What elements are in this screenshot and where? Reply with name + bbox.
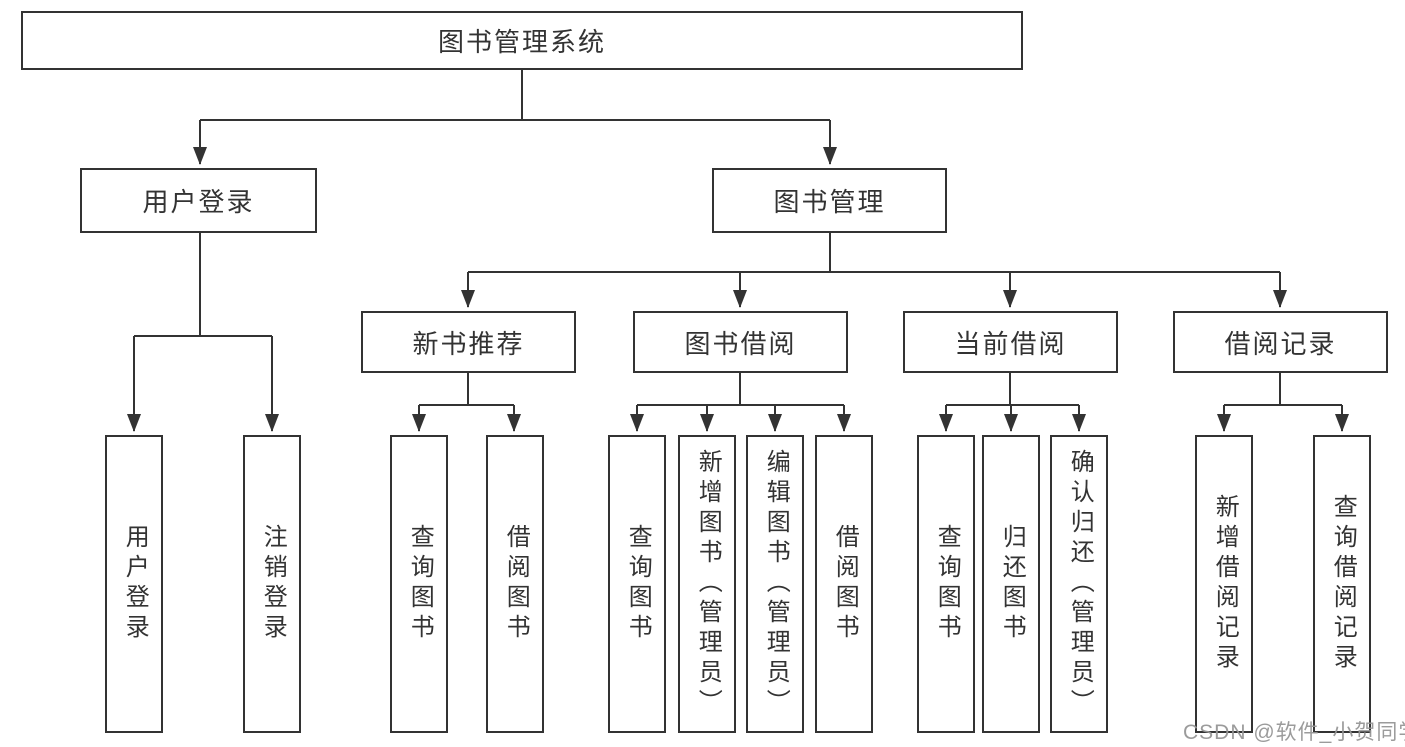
leaf-user-login: 用户登录 — [105, 435, 163, 733]
leaf-query-books-current: 查询图书 — [917, 435, 975, 733]
leaf-query-books-recommend: 查询图书 — [390, 435, 448, 733]
node-label: 图书管理 — [773, 187, 886, 217]
leaf-edit-book-admin: 编辑图书（管理员） — [746, 435, 804, 733]
node-label: 新增图书（管理员） — [694, 449, 722, 719]
node-label: 新书推荐 — [412, 328, 525, 359]
leaf-logout: 注销登录 — [243, 435, 301, 733]
connector-trunks — [134, 70, 1342, 406]
node-label: 查询图书 — [406, 524, 434, 644]
node-borrow-records: 借阅记录 — [1173, 311, 1388, 373]
node-label: 借阅记录 — [1224, 328, 1337, 359]
node-label: 借阅图书 — [831, 524, 859, 644]
node-label: 编辑图书（管理员） — [762, 449, 790, 719]
node-label: 查询图书 — [624, 524, 652, 644]
node-system-root: 图书管理系统 — [21, 11, 1023, 70]
node-label: 用户登录 — [142, 187, 255, 217]
leaf-query-books-borrow: 查询图书 — [608, 435, 666, 733]
node-label: 确认归还（管理员） — [1066, 449, 1094, 719]
node-user-login: 用户登录 — [80, 168, 317, 233]
node-label: 当前借阅 — [954, 328, 1067, 359]
connector-arrows — [127, 120, 1349, 432]
leaf-return-books: 归还图书 — [982, 435, 1040, 733]
leaf-confirm-return-admin: 确认归还（管理员） — [1050, 435, 1108, 733]
leaf-add-book-admin: 新增图书（管理员） — [678, 435, 736, 733]
node-label: 借阅图书 — [502, 524, 530, 644]
node-new-book-recommend: 新书推荐 — [361, 311, 576, 373]
node-label: 查询图书 — [933, 524, 961, 644]
node-book-management: 图书管理 — [712, 168, 947, 233]
node-label: 归还图书 — [998, 524, 1026, 644]
node-label: 用户登录 — [121, 524, 149, 644]
leaf-borrow-books-borrow: 借阅图书 — [815, 435, 873, 733]
node-book-borrow: 图书借阅 — [633, 311, 848, 373]
node-label: 新增借阅记录 — [1211, 494, 1239, 674]
leaf-query-borrow-record: 查询借阅记录 — [1313, 435, 1371, 733]
node-label: 查询借阅记录 — [1329, 494, 1357, 674]
node-label: 注销登录 — [259, 524, 287, 644]
node-label: 图书管理系统 — [437, 27, 606, 57]
csdn-watermark: CSDN @软件_小贺同学 — [1183, 721, 1405, 744]
leaf-add-borrow-record: 新增借阅记录 — [1195, 435, 1253, 733]
node-current-borrow: 当前借阅 — [903, 311, 1118, 373]
leaf-borrow-books-recommend: 借阅图书 — [486, 435, 544, 733]
node-label: 图书借阅 — [684, 328, 797, 359]
